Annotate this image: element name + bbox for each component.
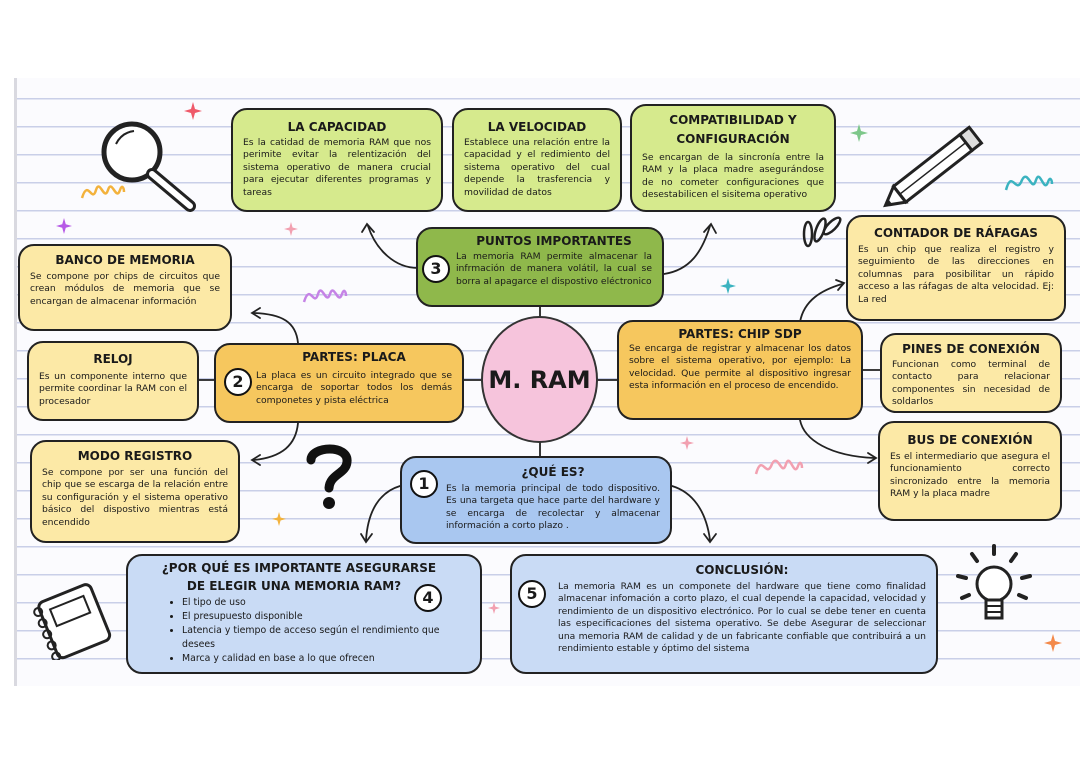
placa-title: PARTES: PLACA — [256, 350, 452, 365]
squiggle-icon — [1002, 168, 1058, 198]
pencil-icon — [874, 120, 994, 220]
modo-text: Se compone por ser una función del chip … — [42, 467, 228, 529]
velocidad-title: LA VELOCIDAD — [464, 120, 610, 135]
star-icon — [284, 222, 298, 236]
porque-title-1: ¿POR QUÉ ES IMPORTANTE ASEGURARSE — [138, 561, 470, 576]
porque-item-3: Latencia y tiempo de acceso según el ren… — [182, 624, 452, 652]
accent-marks-icon — [800, 212, 842, 252]
number-badge-3: 3 — [422, 255, 450, 283]
capacidad-text: Es la catidad de memoria RAM que nos per… — [243, 137, 431, 199]
compatibilidad-box: COMPATIBILIDAD Y CONFIGURACIÓN Se encarg… — [630, 104, 836, 212]
porque-item-1: El tipo de uso — [182, 596, 452, 610]
question-mark-icon — [303, 442, 357, 510]
capacidad-box: LA CAPACIDAD Es la catidad de memoria RA… — [231, 108, 443, 212]
reloj-box: RELOJ Es un componente interno que permi… — [27, 341, 199, 421]
number-badge-5: 5 — [518, 580, 546, 608]
chip-title: PARTES: CHIP SDP — [629, 327, 851, 342]
squiggle-icon — [300, 282, 350, 310]
conclusion-text: La memoria RAM es un componete del hardw… — [558, 581, 926, 655]
modo-registro-box: MODO REGISTRO Se compone por ser una fun… — [30, 440, 240, 543]
chip-text: Se encarga de registrar y almacenar los … — [629, 343, 851, 393]
number-badge-1: 1 — [410, 470, 438, 498]
banco-text: Se compone por chips de circuitos que cr… — [30, 271, 220, 308]
porque-list: El tipo de uso El presupuesto disponible… — [168, 596, 452, 666]
squiggle-icon — [752, 452, 808, 484]
lightbulb-icon — [952, 540, 1034, 636]
capacidad-title: LA CAPACIDAD — [243, 120, 431, 135]
pines-conexion-box: PINES DE CONEXIÓN Funcionan como termina… — [880, 333, 1062, 413]
puntos-importantes-box: PUNTOS IMPORTANTES La memoria RAM permit… — [416, 227, 664, 307]
puntos-text: La memoria RAM permite almacenar la infr… — [456, 251, 652, 288]
conclusion-box: CONCLUSIÓN: La memoria RAM es un compone… — [510, 554, 938, 674]
squiggle-icon — [78, 178, 128, 206]
central-node-m-ram: M. RAM — [481, 316, 598, 443]
contador-text: Es un chip que realiza el registro y seg… — [858, 244, 1054, 306]
velocidad-text: Establece una relación entre la capacida… — [464, 137, 610, 199]
compatibilidad-title-2: CONFIGURACIÓN — [642, 132, 824, 147]
porque-item-4: Marca y calidad en base a lo que ofrecen — [182, 652, 452, 666]
number-badge-4: 4 — [414, 584, 442, 612]
banco-title: BANCO DE MEMORIA — [30, 253, 220, 268]
puntos-title: PUNTOS IMPORTANTES — [456, 234, 652, 249]
reloj-text: Es un componente interno que permite coo… — [39, 371, 187, 408]
bus-title: BUS DE CONEXIÓN — [890, 433, 1050, 448]
number-badge-2: 2 — [224, 368, 252, 396]
que-es-title: ¿QUÉ ES? — [446, 465, 660, 480]
partes-chip-sdp-box: PARTES: CHIP SDP Se encarga de registrar… — [617, 320, 863, 420]
contador-rafagas-box: CONTADOR DE RÁFAGAS Es un chip que reali… — [846, 215, 1066, 321]
star-icon — [488, 602, 500, 614]
que-es-box: ¿QUÉ ES? Es la memoria principal de todo… — [400, 456, 672, 544]
velocidad-box: LA VELOCIDAD Establece una relación entr… — [452, 108, 622, 212]
star-icon — [720, 278, 736, 294]
bus-text: Es el intermediario que asegura el funci… — [890, 451, 1050, 501]
star-icon — [272, 512, 286, 526]
banco-memoria-box: BANCO DE MEMORIA Se compone por chips de… — [18, 244, 232, 331]
star-icon — [850, 124, 868, 142]
reloj-title: RELOJ — [39, 352, 187, 367]
compatibilidad-text: Se encargan de la sincronía entre la RAM… — [642, 152, 824, 202]
star-icon — [184, 102, 202, 120]
que-es-text: Es la memoria principal de todo disposit… — [446, 483, 660, 533]
conclusion-title: CONCLUSIÓN: — [558, 563, 926, 578]
bus-conexion-box: BUS DE CONEXIÓN Es el intermediario que … — [878, 421, 1062, 521]
notebook-icon — [30, 582, 114, 660]
modo-title: MODO REGISTRO — [42, 449, 228, 464]
star-icon — [56, 218, 72, 234]
pines-text: Funcionan como terminal de contacto para… — [892, 359, 1050, 409]
star-icon — [680, 436, 694, 450]
placa-text: La placa es un circuito integrado que se… — [256, 370, 452, 407]
pines-title: PINES DE CONEXIÓN — [892, 342, 1050, 357]
porque-box: ¿POR QUÉ ES IMPORTANTE ASEGURARSE DE ELE… — [126, 554, 482, 674]
compatibilidad-title-1: COMPATIBILIDAD Y — [642, 113, 824, 128]
porque-item-2: El presupuesto disponible — [182, 610, 452, 624]
contador-title: CONTADOR DE RÁFAGAS — [858, 226, 1054, 241]
star-icon — [1044, 634, 1062, 652]
